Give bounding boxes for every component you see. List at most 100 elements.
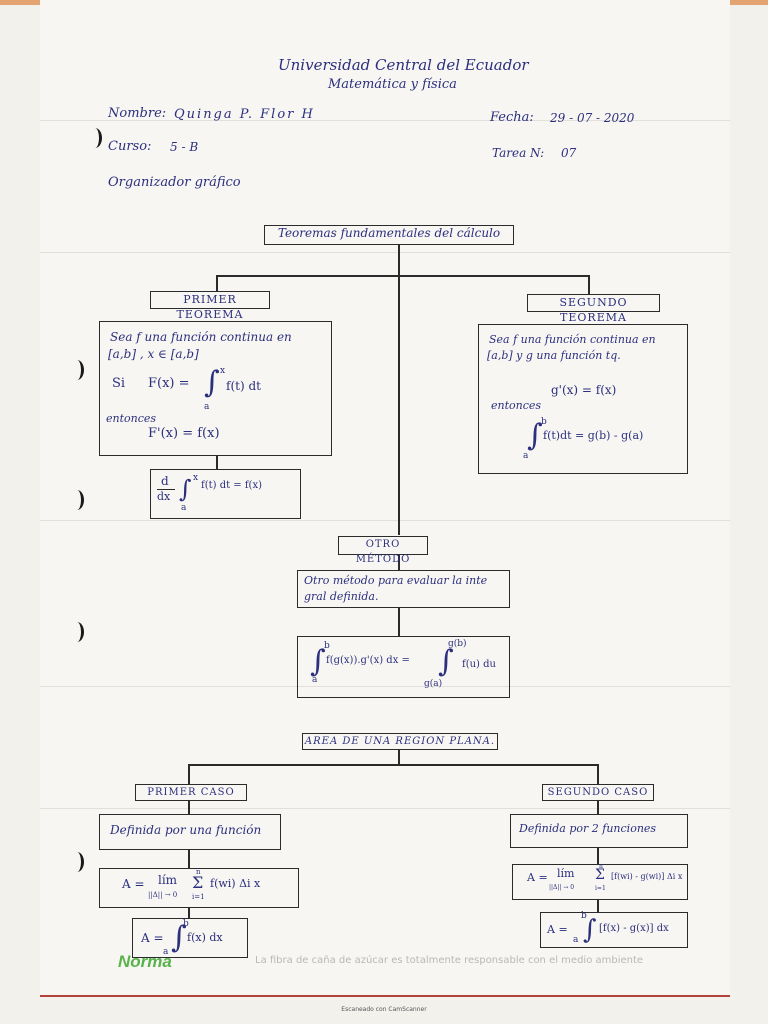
ruled-line (40, 120, 730, 121)
upper-limit: b (324, 641, 330, 651)
university-name: Universidad Central del Ecuador (278, 56, 529, 74)
sum-right: [f(wi) - g(wi)] Δi x (611, 872, 683, 881)
course-label: Curso: (108, 139, 152, 154)
lower-limit: a (204, 402, 210, 412)
name-label: Nombre: (108, 106, 167, 121)
first-theorem-line1: Sea f una función continua en (110, 330, 292, 344)
upper-limit: b (541, 417, 547, 427)
connector-line (597, 800, 599, 814)
connector-line (188, 850, 190, 868)
sigma-bottom: i=1 (192, 893, 205, 901)
area-label: AREA DE UNA REGION PLANA. (302, 733, 498, 750)
derivative-right: f(t) dt = f(x) (201, 480, 263, 491)
task-label: Tarea N: (492, 146, 545, 160)
deriv-num: d (161, 474, 169, 488)
derivative-box: d dx ∫ x a f(t) dt = f(x) (150, 469, 301, 519)
sum-left: A = (527, 871, 548, 884)
limit-subscript: ||Δ|| → 0 (148, 891, 178, 899)
binder-ring-icon (70, 490, 84, 510)
first-theorem-eq2: F'(x) = f(x) (148, 426, 220, 441)
substitution-box: ∫ b a f(g(x)).g'(x) dx = ∫ g(b) g(a) f(u… (297, 636, 510, 698)
binder-ring-icon (70, 622, 84, 642)
date-value: 29 - 07 - 2020 (550, 111, 635, 125)
connector-line (597, 764, 599, 784)
lower-limit: a (163, 947, 169, 957)
sigma-bottom: i=1 (595, 885, 606, 892)
ruled-line (40, 686, 730, 687)
first-theorem-line2: [a,b] , x ∈ [a,b] (108, 347, 199, 361)
task-value: 07 (561, 146, 577, 160)
root-node: Teoremas fundamentales del cálculo (264, 225, 514, 245)
connector-line (188, 908, 190, 918)
integral-sign-icon: ∫ (204, 365, 220, 400)
integral-sign-icon: ∫ (171, 920, 187, 955)
connector-line (398, 750, 400, 764)
binder-ring-icon (70, 360, 84, 380)
integral-sign-icon: ∫ (438, 644, 454, 679)
lower-limit: a (523, 451, 529, 461)
first-case-desc-box: Definida por una función (99, 814, 281, 850)
document-title: Organizador gráfico (108, 175, 241, 190)
substitution-left: f(g(x)).g'(x) dx = (326, 655, 410, 666)
lower-limit: a (312, 675, 318, 685)
upper-limit: x (193, 473, 199, 483)
first-theorem-eq1-left: F(x) = (148, 376, 190, 391)
int-left: A = (547, 923, 568, 936)
connector-line (188, 764, 598, 766)
substitution-right: f(u) du (462, 659, 496, 670)
other-method-line1: Otro método para evaluar la inte (304, 574, 488, 587)
second-theorem-box: Sea f una función continua en [a,b] y g … (478, 324, 688, 474)
upper-limit: b (183, 919, 189, 929)
first-case-label: PRIMER CASO (135, 784, 247, 801)
lower-limit: a (573, 935, 579, 945)
scan-watermark: Escaneado con CamScanner (341, 1006, 427, 1013)
then-label: entonces (491, 399, 542, 412)
other-method-box: Otro método para evaluar la inte gral de… (297, 570, 510, 608)
si-label: Si (112, 376, 126, 391)
sigma-top: n (599, 863, 603, 870)
ruled-line (40, 808, 730, 809)
ruled-line (40, 520, 730, 521)
sigma-top: n (196, 868, 201, 876)
sum-right: f(wi) Δi x (210, 877, 261, 890)
ruled-line (40, 252, 730, 253)
limit-subscript: ||Δ|| → 0 (549, 884, 575, 891)
second-case-int-box: A = ∫ b a [f(x) - g(x)] dx (540, 911, 688, 948)
course-value: 5 - B (170, 140, 199, 154)
root-node-label: Teoremas fundamentales del cálculo (277, 226, 501, 240)
second-theorem-line2: [a,b] y g una función tq. (487, 349, 621, 362)
lower-limit: g(a) (424, 679, 443, 689)
upper-limit: x (220, 366, 226, 376)
lower-limit: a (181, 503, 187, 513)
second-case-sum-box: A = lím ||Δ|| → 0 n Σ i=1 [f(wi) - g(wi)… (512, 863, 688, 900)
norma-logo: Norma (118, 952, 172, 971)
second-theorem-eq1: g'(x) = f(x) (551, 383, 617, 397)
integral-sign-icon: ∫ (583, 915, 597, 945)
second-case-label: SEGUNDO CASO (542, 784, 654, 801)
int-right: [f(x) - g(x)] dx (599, 923, 669, 934)
sum-left: A = (122, 877, 145, 891)
notebook-page (40, 0, 730, 997)
connector-line (216, 275, 218, 291)
second-case-desc-box: Definida por 2 funciones (510, 814, 688, 848)
connector-line (597, 900, 599, 912)
connector-line (398, 608, 400, 636)
second-theorem-label: SEGUNDO TEOREMA (527, 294, 660, 324)
sigma-icon: Σ (595, 867, 605, 883)
connector-line (188, 764, 190, 784)
binder-ring-icon (70, 852, 84, 872)
name-value: Quinga P. Flor H (174, 107, 315, 122)
date-label: Fecha: (490, 110, 534, 125)
first-case-desc: Definida por una función (110, 823, 262, 837)
connector-line (216, 455, 218, 469)
first-theorem-box: Sea f una función continua en [a,b] , x … (99, 321, 332, 456)
deriv-den: dx (157, 490, 171, 503)
connector-line (588, 275, 590, 295)
int-right: f(x) dx (187, 931, 223, 944)
first-case-int-box: A = ∫ b a f(x) dx (132, 918, 248, 958)
then-label: entonces (106, 412, 157, 425)
first-case-sum-box: A = lím ||Δ|| → 0 n Σ i=1 f(wi) Δi x (99, 868, 299, 908)
upper-limit: g(b) (448, 639, 467, 649)
integral-sign-icon: ∫ (527, 418, 543, 453)
other-method-line2: gral definida. (304, 590, 379, 603)
